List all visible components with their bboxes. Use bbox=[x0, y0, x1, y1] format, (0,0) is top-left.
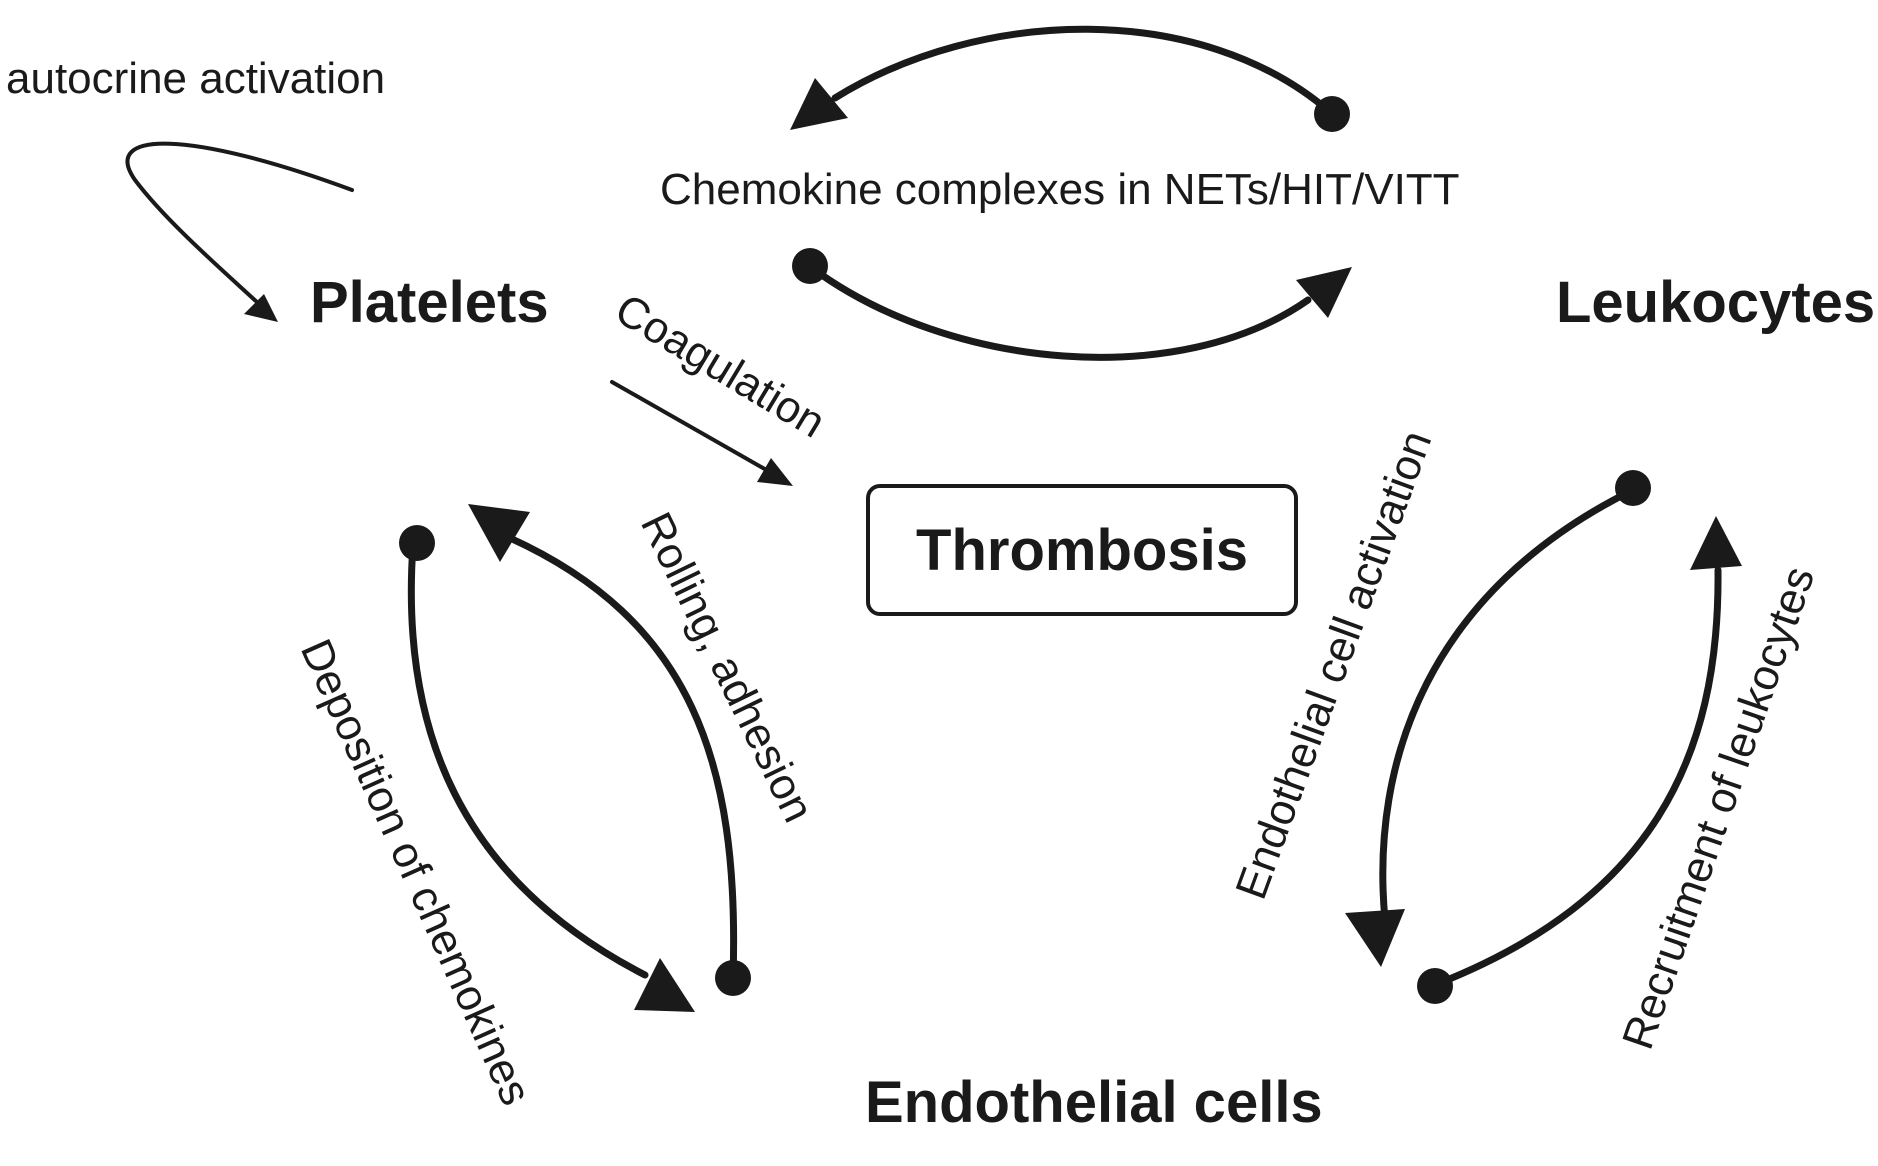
label-autocrine-activation: autocrine activation bbox=[6, 54, 385, 103]
rolling-adhesion-arrow bbox=[468, 504, 751, 996]
label-chemokine-complexes: Chemokine complexes in NETs/HIT/VITT bbox=[660, 165, 1460, 214]
chemokine-arrow-top bbox=[790, 25, 1350, 132]
thrombosis-frame bbox=[866, 484, 1298, 616]
node-endothelial-cells: Endothelial cells bbox=[865, 1070, 1323, 1135]
label-coagulation: Coagulation bbox=[607, 285, 834, 448]
thrombosis-box: Thrombosis bbox=[866, 484, 1298, 616]
node-leukocytes: Leukocytes bbox=[1556, 270, 1875, 335]
node-platelets: Platelets bbox=[310, 270, 549, 335]
deposition-arrow bbox=[399, 525, 695, 1012]
recruitment-arrow bbox=[1417, 516, 1742, 1004]
endothelial-activation-arrow bbox=[1345, 470, 1651, 967]
autocrine-arrow bbox=[125, 141, 354, 322]
coagulation-arrow bbox=[610, 380, 793, 486]
node-thrombosis: Thrombosis bbox=[916, 518, 1248, 583]
chemokine-arrow-bottom bbox=[792, 248, 1352, 361]
label-deposition-of-chemokines: Deposition of chemokines bbox=[291, 632, 541, 1112]
label-rolling-adhesion: Rolling, adhesion bbox=[631, 505, 823, 830]
